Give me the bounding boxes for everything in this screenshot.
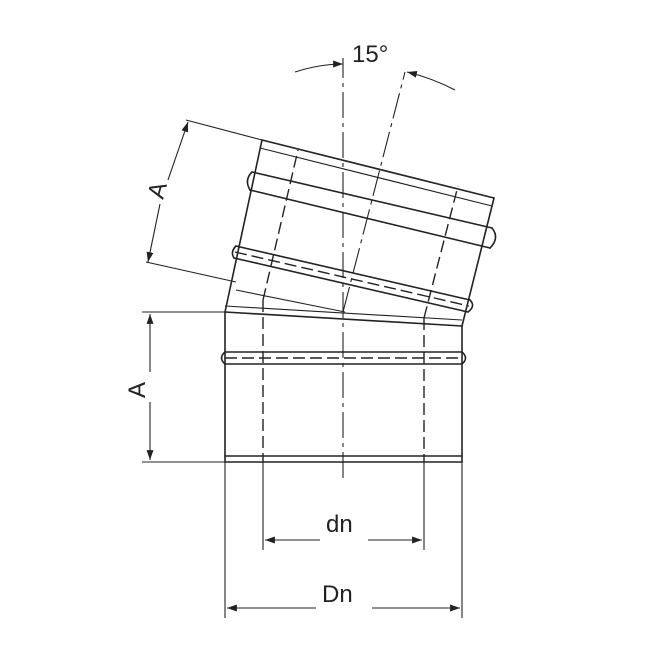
outer-diameter-label: Dn bbox=[322, 581, 353, 608]
lower-a-dimension: A bbox=[124, 311, 225, 463]
angle-dimension: 15° bbox=[294, 41, 456, 91]
center-lines bbox=[342, 58, 406, 478]
upper-a-label: A bbox=[143, 179, 173, 201]
outer-diameter-dimension: Dn bbox=[224, 462, 463, 618]
upper-pipe-section bbox=[224, 139, 497, 327]
lower-a-label: A bbox=[124, 382, 151, 398]
upper-a-dimension: A bbox=[143, 119, 263, 283]
angle-label: 15° bbox=[352, 41, 388, 68]
inner-diameter-dimension: dn bbox=[262, 462, 425, 550]
inner-diameter-label: dn bbox=[326, 511, 353, 538]
